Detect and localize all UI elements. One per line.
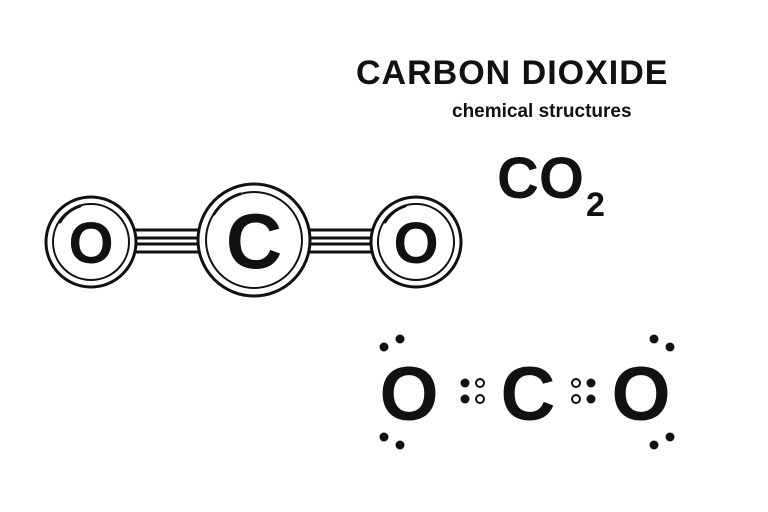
formula-subscript: 2 bbox=[586, 186, 605, 224]
lewis-structure: O C O bbox=[379, 334, 675, 450]
lewis-atom-label: O bbox=[611, 352, 670, 437]
ball-and-stick-model: O C O bbox=[44, 182, 463, 298]
formula-main: CO bbox=[497, 146, 584, 211]
bonding-electrons-right bbox=[571, 378, 596, 404]
ball-atom-label: O bbox=[68, 211, 113, 276]
lone-pairs-left bbox=[379, 334, 405, 450]
oxygen-atom-right: O bbox=[369, 195, 463, 289]
page-title: CARBON DIOXIDE bbox=[356, 54, 669, 92]
ball-atom-label: C bbox=[226, 197, 282, 285]
lewis-atom-label: C bbox=[501, 352, 556, 437]
oxygen-atom-left: O bbox=[44, 195, 138, 289]
lone-pairs-right bbox=[649, 334, 675, 450]
page-subtitle: chemical structures bbox=[452, 101, 632, 122]
ball-atom-label: O bbox=[393, 211, 438, 276]
molecular-formula: CO2 bbox=[497, 150, 605, 223]
carbon-atom: C bbox=[196, 182, 312, 298]
bonding-electrons-left bbox=[460, 378, 485, 404]
lewis-atom-label: O bbox=[379, 352, 438, 437]
